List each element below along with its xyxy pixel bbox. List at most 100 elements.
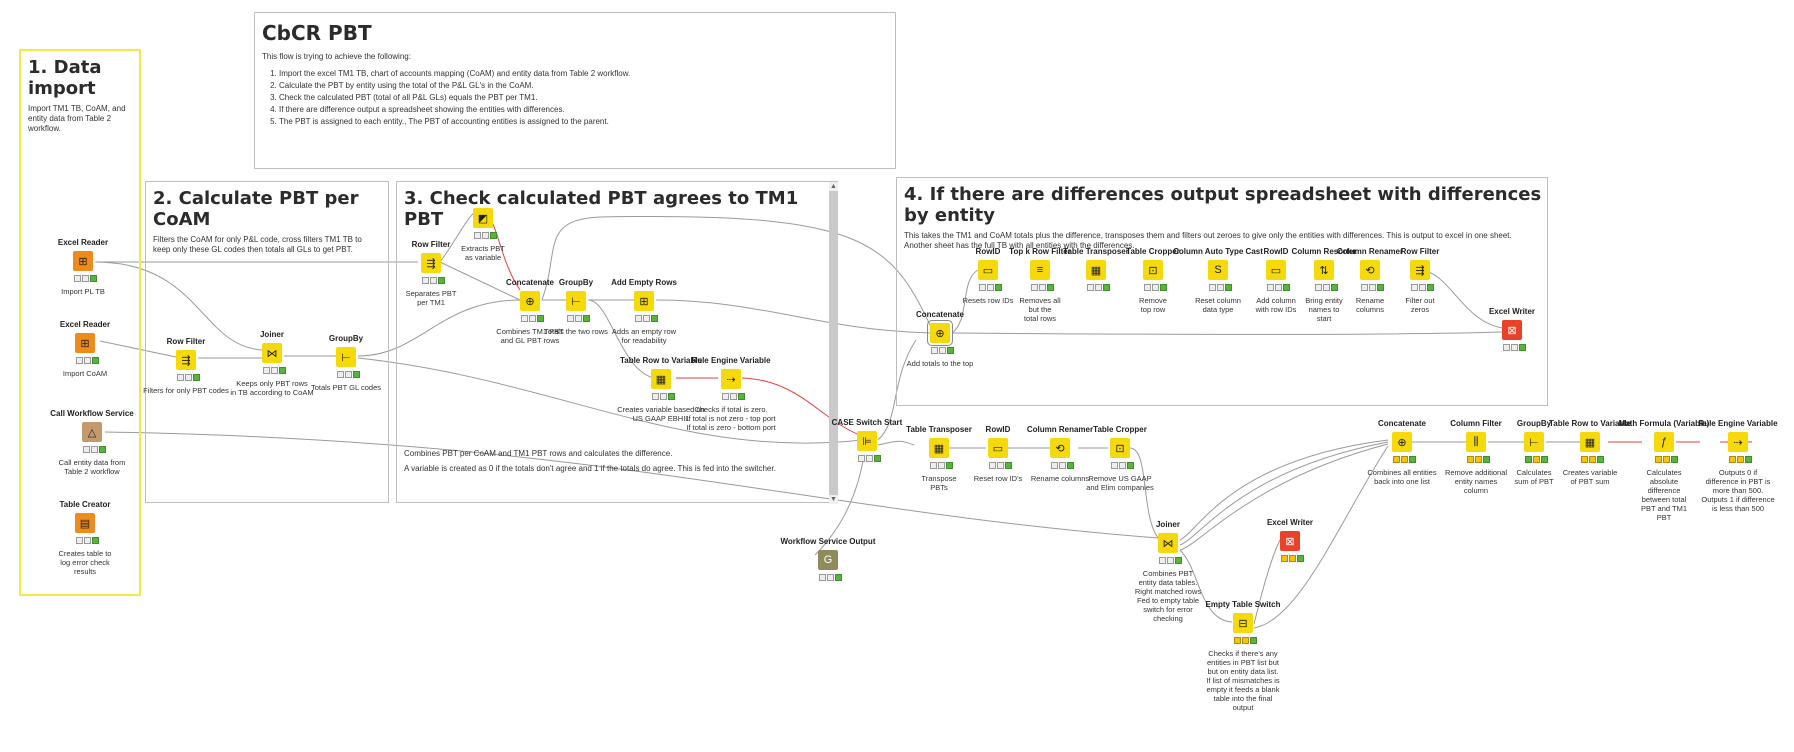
node-table-row-to-var-2[interactable]: ▦ [1580,432,1600,452]
node-column-resorter[interactable]: ⇅ [1314,260,1334,280]
node-row-filter-1[interactable]: ⇶ [176,350,196,370]
node-title: CASE Switch Start [831,418,903,427]
scroll-up-icon[interactable]: ▲ [829,182,838,191]
node-table-cropper-2[interactable]: ⊡ [1110,438,1130,458]
table-creator-icon: ▤ [79,517,91,530]
node-column-auto-type[interactable]: S [1208,260,1228,280]
node-excel-writer-2[interactable]: ⊠ [1280,531,1300,551]
node-call-workflow[interactable]: △ [82,422,102,442]
node-row-filter-3[interactable]: ⇶ [1410,260,1430,280]
node-table-cropper-1[interactable]: ⊡ [1143,260,1163,280]
list-item: Calculate the PBT by entity using the to… [279,80,887,92]
node-description: Remove additional entity names column [1444,468,1508,495]
node-joiner-1[interactable]: ⋈ [262,343,282,363]
scroll-down-icon[interactable]: ▼ [829,495,838,504]
node-math-formula-var[interactable]: ƒ [1654,432,1674,452]
node-groupby-1[interactable]: ⊢ [336,347,356,367]
node-status-lights [76,537,99,544]
node-description: Rename columns [1030,474,1090,483]
node-rule-engine-var-1[interactable]: ⇢ [721,369,741,389]
node-joiner-2[interactable]: ⋈ [1158,533,1178,553]
wire [877,440,915,446]
auto-type-cast-icon: S [1214,264,1222,276]
node-excel-reader-1[interactable]: ⊞ [73,251,93,271]
node-rowid-1[interactable]: ▭ [978,260,998,280]
node-title: Rule Engine Variable [1698,419,1778,428]
node-status-lights [635,315,658,322]
annotation-note: Combines PBT per CoAM and TM1 PBT rows a… [404,449,673,458]
node-description: Bring entity names to start [1305,296,1343,323]
node-description: Creates variable based on US GAAP EBHIL [617,405,705,423]
node-rowid-2[interactable]: ▭ [1266,260,1286,280]
node-concatenate-1[interactable]: ⊕ [520,291,540,311]
groupby-icon: ⊢ [1529,436,1539,449]
node-status-lights [1729,456,1752,463]
column-filter-icon: ⫼ [1473,435,1479,448]
node-title: Row Filter [1400,247,1440,256]
node-excel-reader-2[interactable]: ⊞ [75,333,95,353]
node-table-transposer-2[interactable]: ▦ [929,438,949,458]
node-status-lights [979,284,1002,291]
node-status-lights [930,462,953,469]
node-table-creator[interactable]: ▤ [75,513,95,533]
node-rowid-3[interactable]: ▭ [988,438,1008,458]
node-description: Remove top row [1139,296,1167,314]
node-workflow-output[interactable]: G [818,550,838,570]
node-description: Import PL TB [61,287,105,296]
node-title: Call Workflow Service [50,409,134,418]
annotation-data-import: 1. Data import Import TM1 TB, CoAM, and … [19,49,141,596]
rule-engine-icon: ⇢ [726,373,736,386]
node-title: RowID [985,425,1011,434]
annotation-text: This takes the TM1 and CoAM totals plus … [904,231,1512,250]
node-table-transposer-1[interactable]: ▦ [1086,260,1106,280]
node-description: Separates PBT per TM1 [405,289,457,307]
node-row-filter-2[interactable]: ⇶ [421,253,441,273]
node-status-lights [858,455,881,462]
table-cropper-icon: ⊡ [1115,442,1125,455]
node-concatenate-2[interactable]: ⊕ [927,320,953,346]
node-title: Table Row to Variable [619,356,703,365]
annotation-scrollbar[interactable]: ▲ ▼ [829,182,838,504]
node-empty-table-switch[interactable]: ⊟ [1233,613,1253,633]
annotation-calc-pbt: 2. Calculate PBT per CoAM Filters the Co… [145,181,389,503]
node-description: Adds an empty row for readability [611,327,677,345]
node-description: Filters for only PBT codes [143,386,229,395]
node-status-lights [263,367,286,374]
node-description: Call entity data from Table 2 workflow [58,458,126,476]
node-description: Removes all but the total rows [1019,296,1061,323]
joiner-icon: ⋈ [1162,537,1174,550]
excel-reader-icon: ⊞ [80,337,90,350]
node-add-empty-rows[interactable]: ⊞ [634,291,654,311]
excel-writer-icon: ⊠ [1285,535,1295,548]
node-description: Reset column data type [1195,296,1241,314]
table-row-variable-icon: ▦ [655,373,667,386]
node-description: Reset row ID's [973,474,1023,483]
node-title: Excel Reader [57,238,109,247]
node-status-lights [931,347,954,354]
node-status-lights [819,574,842,581]
node-status-lights [1655,456,1678,463]
node-column-renamer-2[interactable]: ⟲ [1050,438,1070,458]
node-concatenate-3[interactable]: ⊕ [1392,432,1412,452]
node-topk-filter[interactable]: ≡ [1030,260,1050,280]
node-rule-engine-var-2[interactable]: ⇢ [1728,432,1748,452]
node-excel-writer-1[interactable]: ⊠ [1502,320,1522,340]
node-groupby-3[interactable]: ⊢ [1524,432,1544,452]
node-status-lights [1315,284,1338,291]
variable-extract-icon: ◩ [477,212,489,225]
node-column-renamer-1[interactable]: ⟲ [1360,260,1380,280]
node-extract-node[interactable]: ◩ [473,208,493,228]
node-case-switch[interactable]: ⊫ [857,431,877,451]
node-description: Keeps only PBT rows in TB according to C… [230,379,314,397]
node-status-lights [1087,284,1110,291]
node-title: Column Auto Type Cast [1173,247,1263,256]
rowid-icon: ▭ [1270,264,1282,277]
node-status-lights [474,232,497,239]
node-groupby-2[interactable]: ⊢ [566,291,586,311]
annotation-text: Filters the CoAM for only P&L code, cros… [153,235,362,254]
node-title: Table Cropper [1126,247,1180,256]
node-title: Math Formula (Variable) [1618,419,1710,428]
node-table-row-to-var-1[interactable]: ▦ [651,369,671,389]
node-column-filter[interactable]: ⫼ [1466,432,1486,452]
